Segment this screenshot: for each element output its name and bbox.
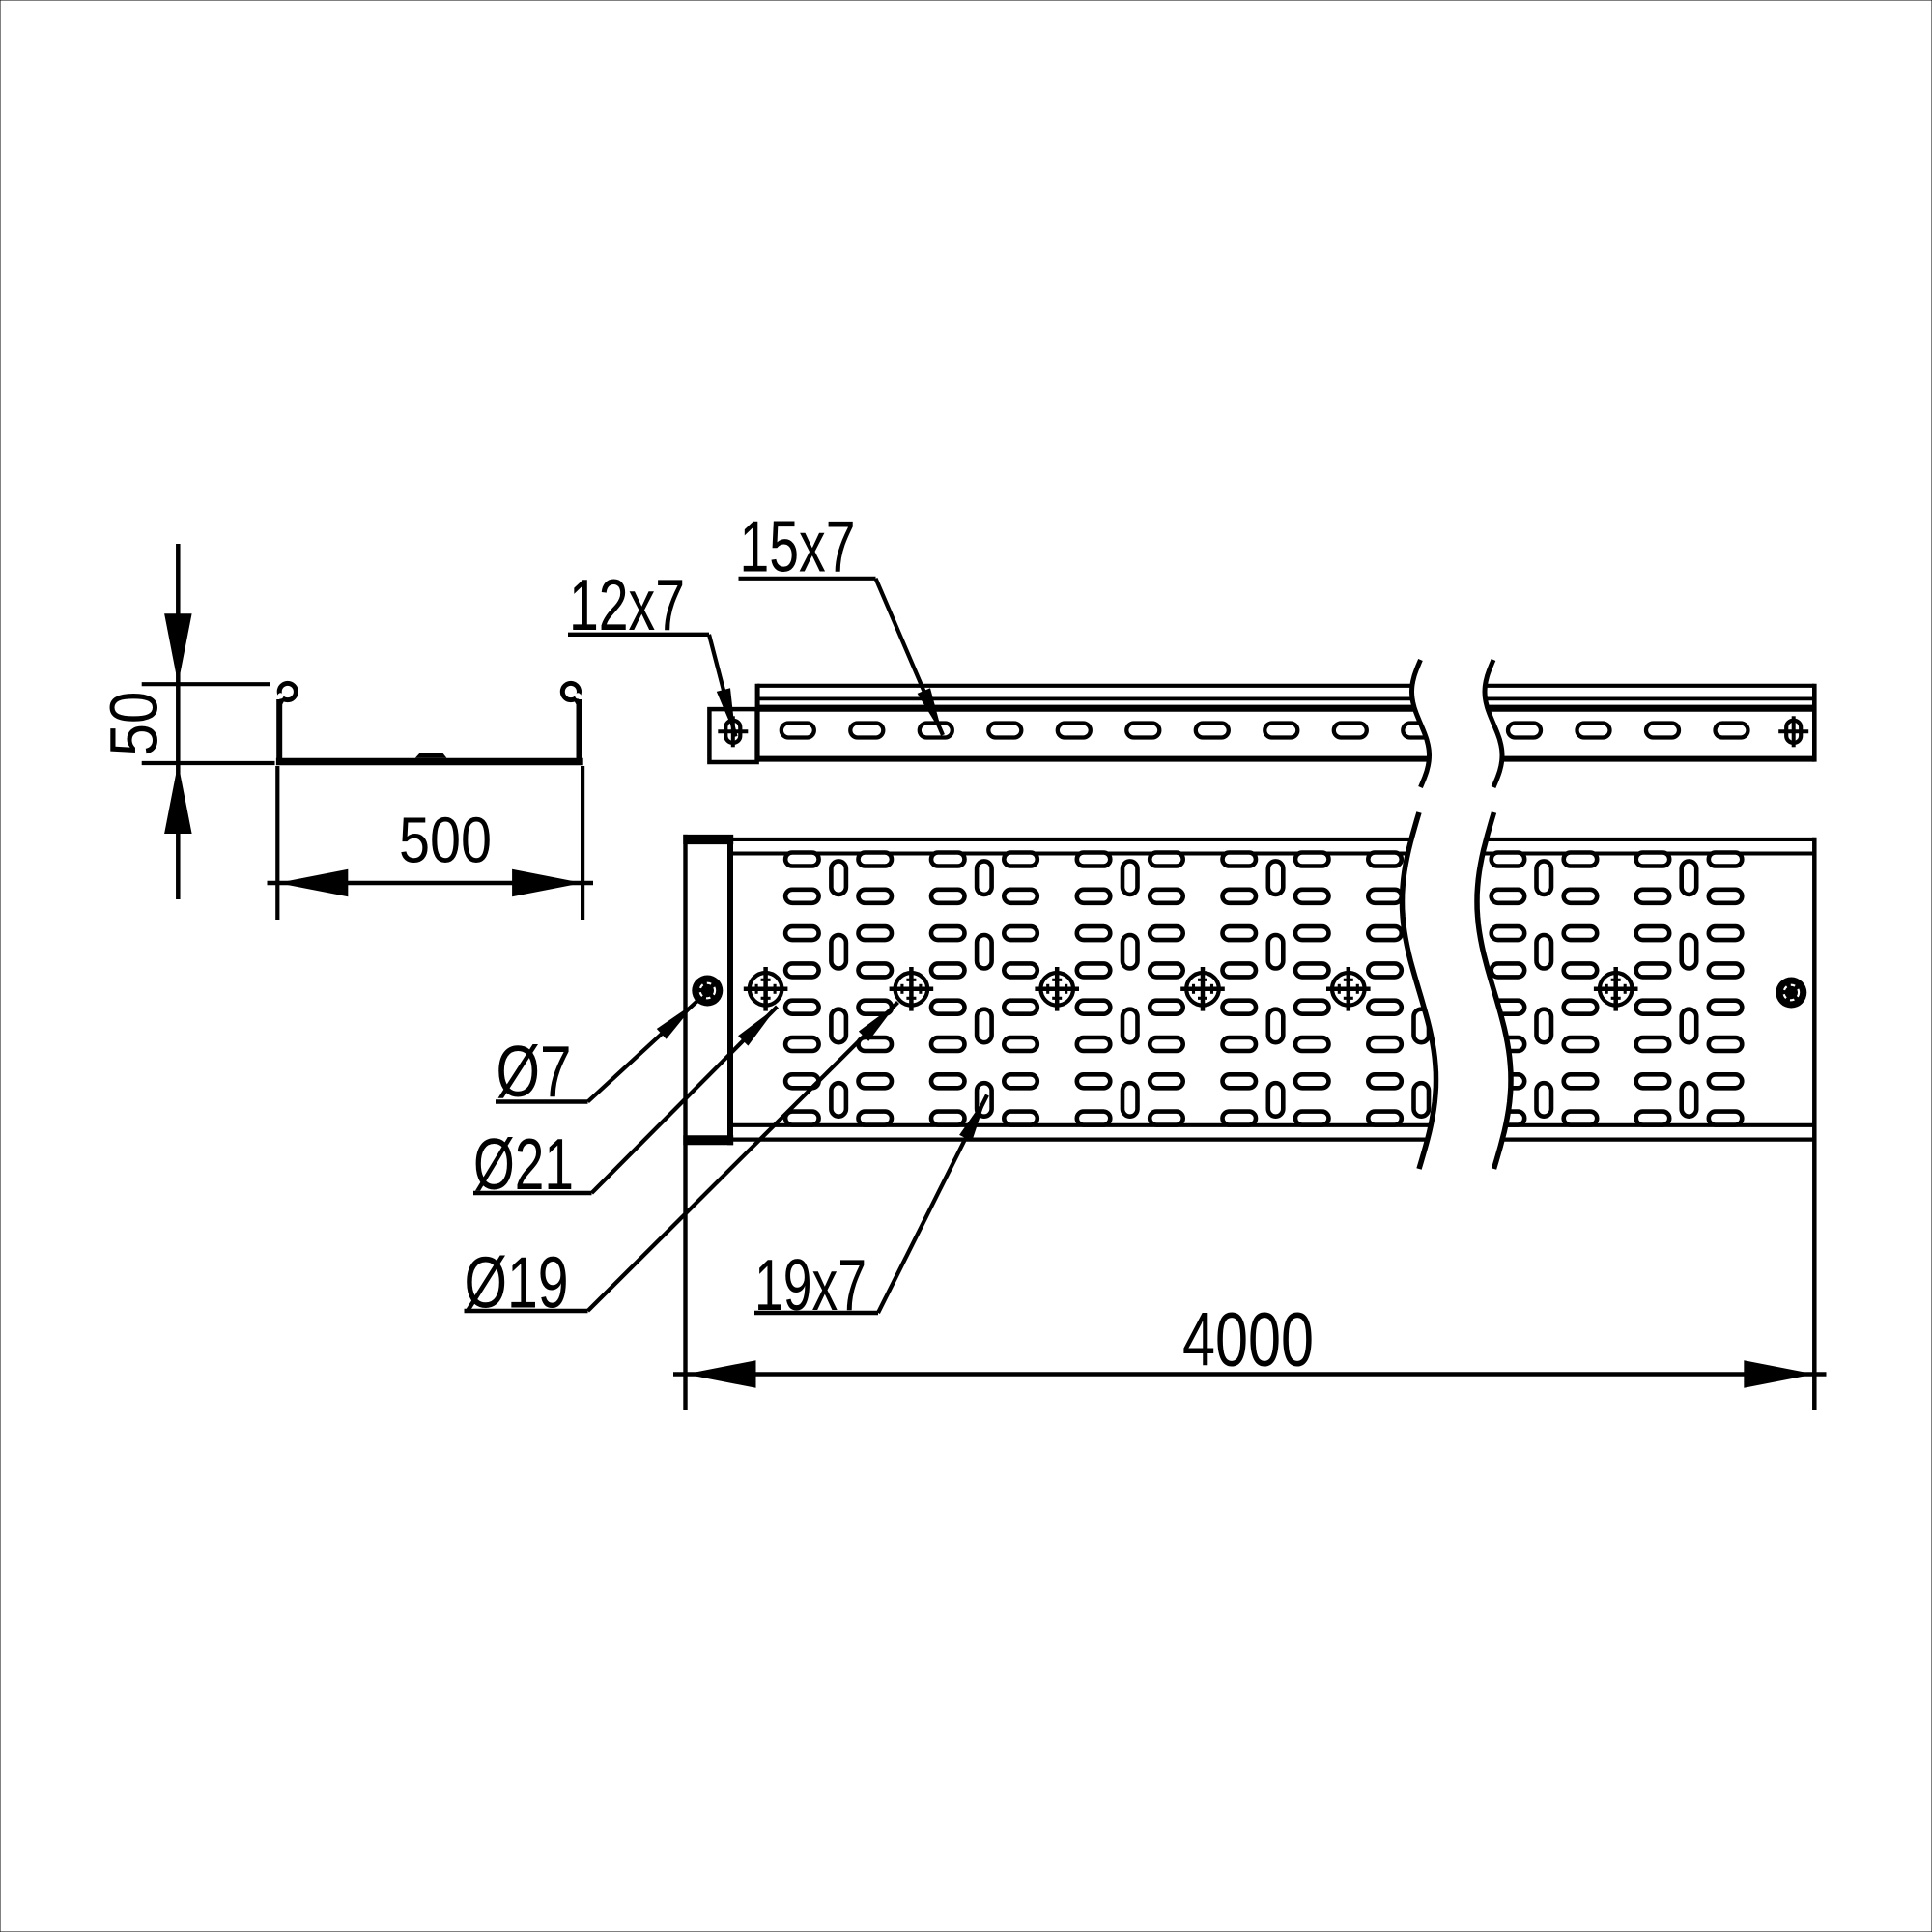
svg-text:4000: 4000 xyxy=(1182,1296,1314,1382)
svg-text:15x7: 15x7 xyxy=(740,506,856,587)
svg-text:12x7: 12x7 xyxy=(569,564,685,645)
svg-text:500: 500 xyxy=(399,805,492,877)
svg-text:Ø7: Ø7 xyxy=(497,1031,572,1112)
svg-text:50: 50 xyxy=(97,692,172,756)
